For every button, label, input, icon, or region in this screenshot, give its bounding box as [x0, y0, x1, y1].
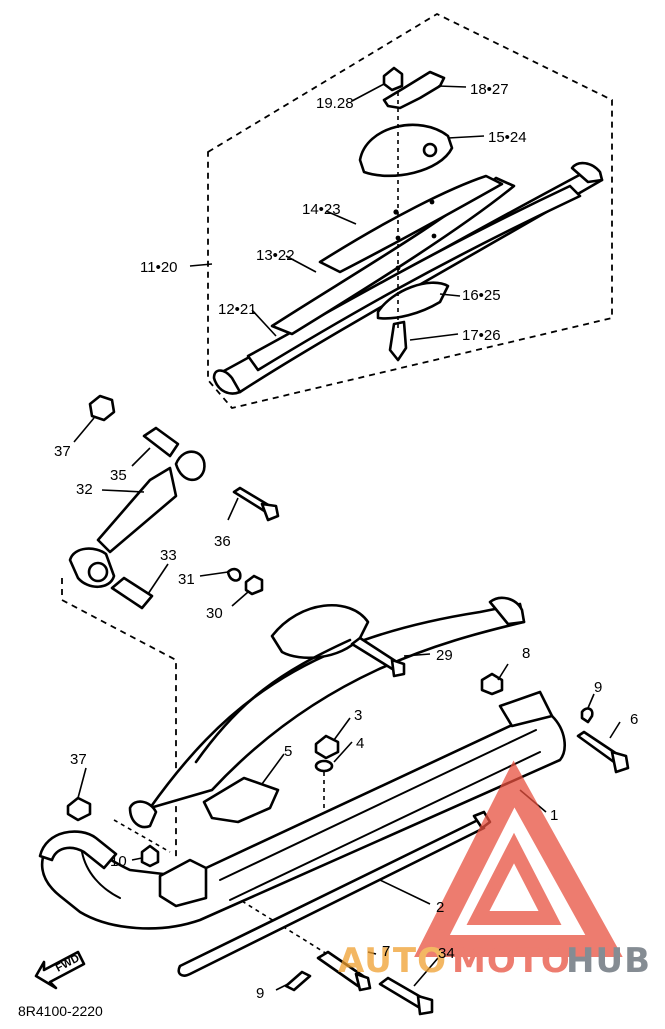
- callout-29: 29: [436, 647, 453, 664]
- callout-14-23: 14•23: [302, 201, 341, 218]
- callout-34: 34: [438, 945, 455, 962]
- callout-17-26: 17•26: [462, 327, 501, 344]
- callout-37-lower: 37: [70, 751, 87, 768]
- callout-5: 5: [284, 743, 292, 760]
- callout-36: 36: [214, 533, 231, 550]
- axle-7: [316, 950, 372, 992]
- nut-37-top: [88, 394, 116, 422]
- diagram-code: 8R4100-2220: [18, 1003, 103, 1019]
- washer-4: [314, 759, 334, 773]
- watermark-text-moto: MOTO: [452, 941, 571, 981]
- callout-9-top: 9: [594, 679, 602, 696]
- leaf-spring-assembly: [212, 66, 604, 395]
- bolt-29: [350, 636, 406, 678]
- callout-6: 6: [630, 711, 638, 728]
- leader-lines: [73, 83, 621, 991]
- callout-2: 2: [436, 899, 444, 916]
- callout-37-top: 37: [54, 443, 71, 460]
- callout-16-25: 16•25: [462, 287, 501, 304]
- callout-33: 33: [160, 547, 177, 564]
- nut-8: [480, 672, 504, 696]
- watermark-logo: AUTO MOTO HUB: [338, 760, 651, 981]
- fwd-arrow-icon: FWD: [34, 950, 86, 990]
- pin-9-bottom: [284, 970, 312, 992]
- callout-labels: 19.28 18•27 15•24 14•23 13•22 11•20 12•2…: [54, 81, 638, 1002]
- nut-3: [314, 734, 340, 760]
- callout-12-21: 12•21: [218, 301, 257, 318]
- callout-7: 7: [382, 943, 390, 960]
- watermark-text-hub: HUB: [566, 941, 651, 981]
- bolt-34: [378, 976, 434, 1016]
- bushing-35: [142, 426, 180, 458]
- callout-8: 8: [522, 645, 530, 662]
- shock-absorber-32: [68, 450, 206, 589]
- pin-31: [226, 567, 242, 582]
- callout-35: 35: [110, 467, 127, 484]
- assembly-guide-line: [61, 578, 177, 860]
- callout-19-28: 19.28: [316, 95, 354, 112]
- nut-30: [244, 574, 264, 596]
- callout-3: 3: [354, 707, 362, 724]
- callout-11-20: 11•20: [140, 259, 178, 276]
- bolt-9-top: [580, 707, 594, 724]
- spring-assembly-boundary: [207, 12, 613, 410]
- bolt-6: [576, 730, 630, 774]
- callout-31: 31: [178, 571, 195, 588]
- callout-18-27: 18•27: [470, 81, 509, 98]
- watermark-triangle-outer: [414, 760, 623, 957]
- callout-30: 30: [206, 605, 223, 622]
- nut-37-lower: [66, 796, 92, 822]
- callout-9-bottom: 9: [256, 985, 264, 1002]
- callout-13-22: 13•22: [256, 247, 295, 264]
- bracket-5: [202, 776, 280, 824]
- lower-leaf-spring: [128, 596, 526, 829]
- callout-10: 10: [110, 853, 127, 870]
- callout-4: 4: [356, 735, 364, 752]
- watermark-text-auto: AUTO: [338, 941, 447, 981]
- bushing-33: [110, 576, 154, 610]
- callout-32: 32: [76, 481, 93, 498]
- callout-1: 1: [550, 807, 558, 824]
- callout-15-24: 15•24: [488, 129, 527, 146]
- watermark-triangle-inner: [466, 832, 562, 925]
- ski-1: [38, 690, 566, 930]
- nut-10: [140, 844, 160, 868]
- bolt-36: [232, 486, 280, 522]
